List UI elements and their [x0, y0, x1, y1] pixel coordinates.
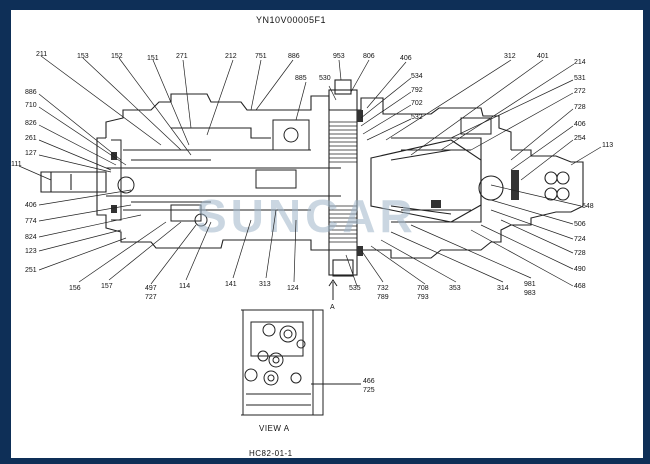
part-label: 214 — [574, 59, 586, 66]
part-label: 153 — [77, 53, 89, 60]
footer-code: HC82-01-1 — [249, 449, 293, 458]
part-label: 532 — [411, 114, 423, 121]
part-label: 548 — [582, 203, 594, 210]
part-label: 789 — [377, 294, 389, 301]
part-label: 490 — [574, 266, 586, 273]
diagram-title: YN10V00005F1 — [256, 15, 326, 25]
part-label: 114 — [179, 283, 190, 290]
part-label: 885 — [295, 75, 307, 82]
gear-shaft — [328, 79, 358, 277]
part-label: 152 — [111, 53, 123, 60]
part-label: 535 — [349, 285, 361, 292]
part-label: 123 — [25, 248, 37, 255]
leader-lines — [18, 55, 602, 287]
housing-outline — [96, 93, 584, 259]
part-label: 727 — [145, 294, 157, 301]
part-label: 212 — [225, 53, 237, 60]
view-a-detail — [241, 309, 361, 416]
part-label: 272 — [574, 88, 586, 95]
part-label: 151 — [147, 55, 159, 62]
part-label: 751 — [255, 53, 267, 60]
part-label: 251 — [25, 267, 37, 274]
part-label: 314 — [497, 285, 509, 292]
part-label: 141 — [225, 281, 237, 288]
outer-frame: YN10V00005F1 — [3, 3, 647, 461]
part-label: 271 — [176, 53, 188, 60]
part-label: 406 — [574, 121, 586, 128]
part-label: 401 — [537, 53, 549, 60]
section-hatching — [111, 110, 519, 256]
part-label: 468 — [574, 283, 586, 290]
part-labels-top: 211 153 152 151 271 212 751 886 885 530 … — [36, 51, 586, 82]
part-label: 886 — [25, 89, 37, 96]
part-label: 531 — [574, 75, 586, 82]
part-label: 497 — [145, 285, 157, 292]
part-label: 313 — [259, 281, 271, 288]
part-label: 725 — [363, 387, 375, 394]
pump-cross-section-diagram: YN10V00005F1 — [11, 15, 613, 458]
part-label: 728 — [574, 250, 586, 257]
part-label: 708 — [417, 285, 429, 292]
part-label: 353 — [449, 285, 461, 292]
part-label: 127 — [25, 150, 37, 157]
part-label: 312 — [504, 53, 516, 60]
part-label: 806 — [363, 53, 375, 60]
part-label: 981 — [524, 281, 536, 288]
small-parts — [111, 117, 492, 227]
part-label: 466 — [363, 378, 375, 385]
part-label: 732 — [377, 285, 389, 292]
part-label: 983 — [524, 290, 536, 297]
part-label: 254 — [574, 135, 586, 142]
view-arrow: A — [328, 279, 338, 311]
part-label: 724 — [574, 236, 586, 243]
part-label: 824 — [25, 234, 37, 241]
part-label: 793 — [417, 294, 429, 301]
part-label: 157 — [101, 283, 113, 290]
part-labels-right: 534 792 702 532 531 272 728 406 254 113 … — [411, 73, 613, 290]
part-label: 534 — [411, 73, 423, 80]
watermark: SUNCAR — [196, 190, 417, 242]
part-labels-bottom: 156 157 497 727 114 141 313 124 535 732 … — [69, 281, 536, 301]
part-label: 261 — [25, 135, 37, 142]
part-label: 826 — [25, 120, 37, 127]
part-label: 702 — [411, 100, 423, 107]
part-label: 113 — [602, 142, 613, 149]
part-label: 124 — [287, 285, 299, 292]
part-label: 886 — [288, 53, 300, 60]
part-label: 728 — [574, 104, 586, 111]
part-label: 953 — [333, 53, 345, 60]
part-label: 211 — [36, 51, 47, 58]
part-label: 774 — [25, 218, 37, 225]
view-label: VIEW A — [259, 424, 290, 433]
part-label: 710 — [25, 102, 37, 109]
part-label: 792 — [411, 87, 423, 94]
part-label: 111 — [11, 161, 22, 168]
part-label: 506 — [574, 221, 586, 228]
diagram-canvas: YN10V00005F1 — [11, 10, 643, 458]
drive-shaft — [40, 167, 341, 197]
arrow-label: A — [330, 304, 335, 311]
part-label: 530 — [319, 75, 331, 82]
part-label: 406 — [400, 55, 412, 62]
part-label: 406 — [25, 202, 37, 209]
part-label: 156 — [69, 285, 81, 292]
part-labels-left: 886 710 826 261 127 111 406 774 824 123 … — [11, 89, 37, 274]
